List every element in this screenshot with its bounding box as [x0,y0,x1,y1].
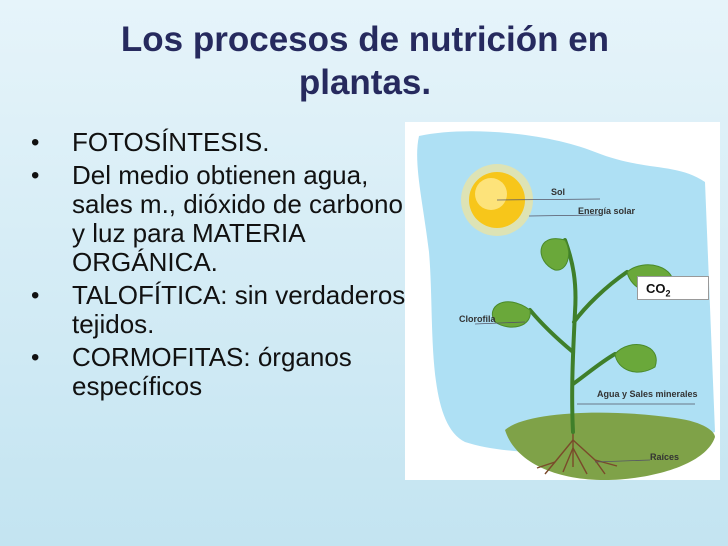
co2-label: CO2 [637,276,709,300]
bullet-item: • TALOFÍTICA: sin verdaderos tejidos. [28,281,418,339]
label-clorofila: Clorofila [459,314,496,324]
bullet-text: Del medio obtienen agua, sales m., dióxi… [72,160,403,277]
label-raices: Raíces [650,452,680,462]
label-energia-solar: Energía solar [578,206,636,216]
co2-text: CO [646,281,666,296]
plant-illustration [417,131,715,480]
roots-pointer-line [594,459,651,463]
co2-subscript: 2 [665,288,671,299]
bullet-icon: • [31,162,40,189]
bullet-list: • FOTOSÍNTESIS. • Del medio obtienen agua,… [28,128,418,405]
bullet-text: CORMOFITAS: órganos específicos [72,342,352,401]
bullet-icon: • [31,129,40,156]
bullet-item: • Del medio obtienen agua, sales m., dióx… [28,161,418,277]
bullet-text: FOTOSÍNTESIS. [72,127,270,157]
leaf-icon [492,238,674,373]
root-system [536,430,618,475]
label-sol: Sol [551,187,566,197]
soil-mound [505,412,715,480]
chlorophyll-pointer-line [474,321,526,325]
bullet-item: • FOTOSÍNTESIS. [28,128,418,157]
sun-pointer-line [496,198,601,201]
plant-stem [528,238,629,434]
bullet-icon: • [31,282,40,309]
bullet-text: TALOFÍTICA: sin verdaderos tejidos. [72,280,406,339]
energy-pointer-line [528,214,601,217]
label-agua-sales: Agua y Sales minerales [597,389,698,399]
photosynthesis-diagram: Sol Energía solar Clorofila Agua y Sales… [405,122,720,480]
slide-title: Los procesos de nutrición en plantas. [120,20,610,102]
bullet-item: • CORMOFITAS: órganos específicos [28,343,418,401]
bullet-icon: • [31,344,40,371]
